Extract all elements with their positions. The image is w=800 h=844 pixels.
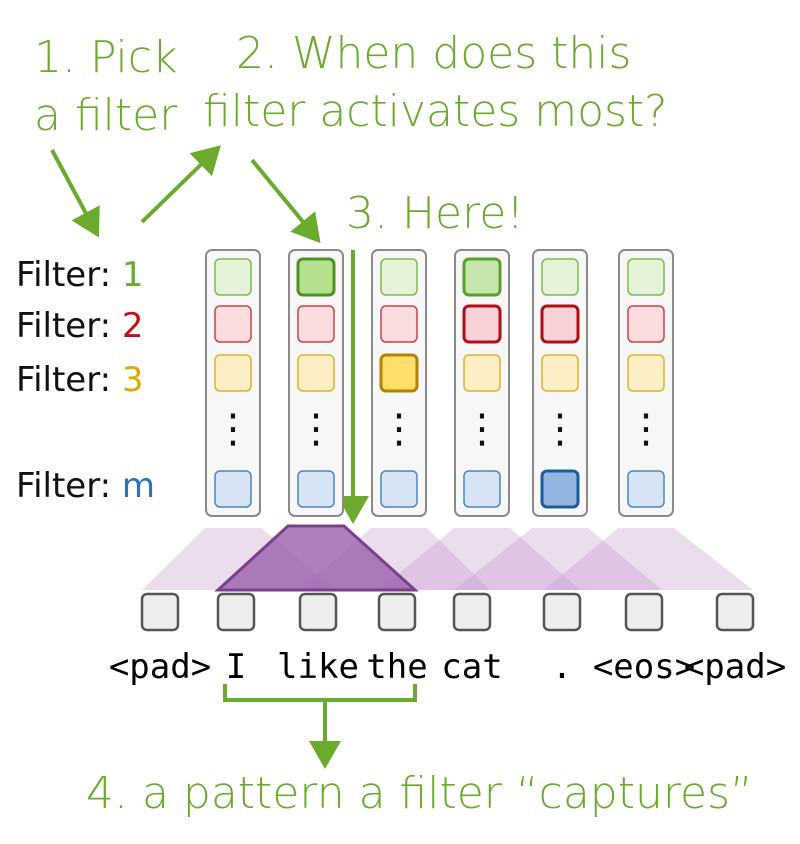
activation-cell-filter_m-col-4 [463, 470, 501, 508]
activation-cell-filter_m-col-5 [540, 469, 580, 509]
activation-cell-filter_2-col-3 [380, 305, 418, 343]
span-bracket [223, 684, 417, 702]
step3-label: 3. Here! [346, 188, 524, 239]
token-text-2: I [226, 647, 246, 687]
filter-label-1: Filter: 1 [16, 255, 144, 295]
filter-label-3: Filter: 3 [16, 360, 144, 400]
arrow-step1-to-filter [50, 149, 100, 238]
arrow-step2-to-column [250, 158, 321, 244]
token-text-1: <pad> [109, 647, 211, 687]
activation-cell-filter_3-col-4 [463, 354, 501, 392]
convolution-windows [142, 524, 753, 592]
step4-label: 4. a pattern a filter “captures” [86, 768, 753, 819]
activation-cell-filter_2-col-2 [297, 305, 335, 343]
token-text-7: <eos> [593, 647, 695, 687]
activation-cell-filter_m-col-2 [297, 470, 335, 508]
arrow-filter-to-step2 [140, 145, 221, 224]
ellipsis-dots: ⋮ [379, 406, 419, 452]
token-text-3: like [277, 647, 359, 687]
token-box-1 [140, 592, 180, 632]
filter-id-3: 3 [122, 360, 144, 400]
activation-cell-filter_3-col-6 [627, 354, 665, 392]
activation-cell-filter_3-col-5 [541, 354, 579, 392]
activation-cell-filter_1-col-4 [462, 257, 502, 297]
filter-label-m: Filter: m [16, 466, 155, 506]
activation-cell-filter_2-col-1 [214, 305, 252, 343]
activation-cell-filter_1-col-5 [541, 258, 579, 296]
ellipsis-dots: ⋮ [626, 406, 666, 452]
step1-label-line2: a filter [34, 90, 178, 141]
highlighted-conv-window [214, 524, 419, 592]
activation-cell-filter_1-col-1 [214, 258, 252, 296]
activation-cell-filter_3-col-2 [297, 354, 335, 392]
conv-window-6 [544, 528, 753, 590]
activation-cell-filter_1-col-3 [380, 258, 418, 296]
step2-label-line2: filter activates most? [203, 86, 668, 137]
conv-window-4 [379, 528, 580, 590]
filter-label-2: Filter: 2 [16, 306, 144, 346]
token-box-2 [216, 592, 256, 632]
activation-cell-filter_2-col-6 [627, 305, 665, 343]
activation-cell-filter_1-col-6 [627, 258, 665, 296]
ellipsis-dots: ⋮ [462, 406, 502, 452]
activation-cell-filter_m-col-3 [380, 470, 418, 508]
step2-label-line1: 2. When does this [236, 28, 631, 79]
token-box-6 [542, 592, 582, 632]
filter-id-m: m [122, 466, 155, 506]
activation-cell-filter_2-col-5 [540, 304, 580, 344]
activation-cell-filter_3-col-3 [379, 353, 419, 393]
ellipsis-dots: ⋮ [213, 406, 253, 452]
token-text-6: . [552, 647, 572, 687]
filter-id-1: 1 [122, 255, 144, 295]
step1-label-line1: 1. Pick [34, 32, 177, 83]
filter-id-2: 2 [122, 306, 144, 346]
ellipsis-dots: ⋮ [540, 406, 580, 452]
activation-cell-filter_3-col-1 [214, 354, 252, 392]
activation-cell-filter_m-col-1 [214, 470, 252, 508]
token-box-5 [452, 592, 492, 632]
token-text-8: <pad> [684, 647, 786, 687]
activation-cell-filter_2-col-4 [462, 304, 502, 344]
token-box-4 [377, 592, 417, 632]
token-text-5: cat [441, 647, 502, 687]
token-box-8 [715, 592, 755, 632]
token-text-4: the [366, 647, 427, 687]
activation-cell-filter_m-col-6 [627, 470, 665, 508]
ellipsis-dots: ⋮ [296, 406, 336, 452]
flow-arrows [50, 145, 417, 769]
token-box-3 [298, 592, 338, 632]
conv-window-5 [454, 528, 662, 590]
activation-cell-filter_1-col-2 [296, 257, 336, 297]
filter-labels: Filter: 1 Filter: 2 Filter: 3 Filter: m [16, 255, 155, 506]
token-box-7 [624, 592, 664, 632]
feature-columns: ⋮ ⋮ ⋮ ⋮ ⋮ ⋮ [205, 249, 674, 517]
